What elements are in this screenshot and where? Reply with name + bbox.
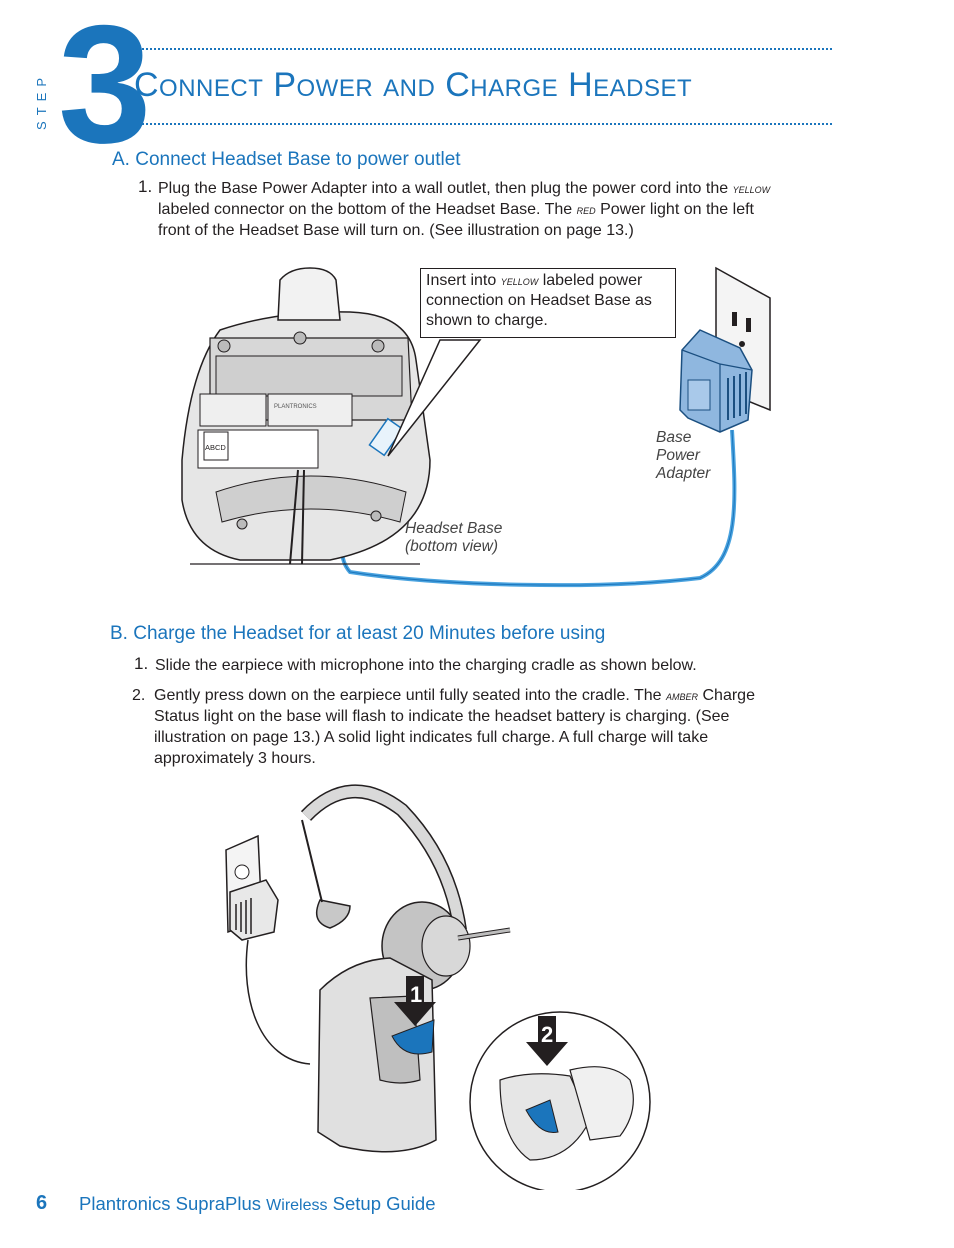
power-cord-icon <box>245 939 311 1065</box>
step-number: 3 <box>58 0 151 178</box>
page-number: 6 <box>36 1192 48 1214</box>
yellow-word: yellow <box>732 181 771 196</box>
headset-base-label: Headset Base (bottom view) <box>405 520 502 556</box>
footer-guide-title: Plantronics SupraPlus Wireless Setup Gui… <box>79 1193 436 1215</box>
arrow-2-label: 2 <box>541 1022 553 1047</box>
adapter-label-line: Base <box>656 429 692 446</box>
text-part: Status light on the base will flash to i… <box>154 708 730 725</box>
text-part: Charge <box>702 687 755 704</box>
red-word: red <box>576 202 596 217</box>
power-adapter-icon <box>679 329 753 433</box>
figure-a-callout: Insert into yellow labeled power connect… <box>420 268 676 338</box>
text-part: Power light on the left <box>600 201 754 218</box>
section-b-item1-number: 1. <box>134 654 149 673</box>
text-part: front of the Headset Base will turn on. … <box>158 222 634 239</box>
text-part: approximately 3 hours. <box>154 750 316 767</box>
page-title: Connect Power and Charge Headset <box>134 66 693 104</box>
headset-icon <box>300 784 511 991</box>
arrow-1-label: 1 <box>410 982 422 1007</box>
section-b-item2-number: 2. <box>132 687 146 704</box>
callout-text: labeled power <box>542 272 643 289</box>
base-label-line: (bottom view) <box>405 538 499 555</box>
text-part: Plug the Base Power Adapter into a wall … <box>158 180 729 197</box>
port-label: ABCD <box>205 443 226 452</box>
text-part: labeled connector on the bottom of the H… <box>158 201 573 218</box>
footer-text: Wireless <box>266 1197 328 1214</box>
section-a-item-text: Plug the Base Power Adapter into a wall … <box>158 178 848 241</box>
figure-a-illustration: PLANTRONICS ABCD <box>181 266 771 588</box>
arrow-1-icon: 1 <box>394 976 436 1026</box>
text-part: Gently press down on the earpiece until … <box>154 687 662 704</box>
text-part: illustration on page 13.) A solid light … <box>154 729 709 746</box>
zoom-detail-icon: 2 <box>469 1011 651 1190</box>
callout-yellow-word: yellow <box>500 273 539 288</box>
figure-b-illustration: 1 2 <box>225 784 651 1190</box>
bottom-dotted-rule <box>134 123 832 125</box>
footer-text: Setup Guide <box>332 1193 436 1214</box>
callout-text: Insert into <box>426 272 497 289</box>
footer-text: Plantronics SupraPlus <box>79 1193 262 1214</box>
section-a-heading: A. Connect Headset Base to power outlet <box>112 149 461 170</box>
brand-text: PLANTRONICS <box>274 404 317 410</box>
top-dotted-rule <box>134 48 832 50</box>
adapter-label: Base Power Adapter <box>656 429 710 483</box>
adapter-label-line: Power <box>656 447 700 464</box>
callout-text: shown to charge. <box>426 312 548 329</box>
section-b-item2-text: Gently press down on the earpiece until … <box>154 685 844 769</box>
step-word: STEP <box>34 72 49 130</box>
base-label-line: Headset Base <box>405 520 503 537</box>
adapter-label-line: Adapter <box>656 465 711 482</box>
headset-base-icon: PLANTRONICS ABCD <box>181 267 431 565</box>
section-b-heading: B. Charge the Headset for at least 20 Mi… <box>110 623 606 644</box>
section-b-item1-text: Slide the earpiece with microphone into … <box>155 657 697 674</box>
section-a-item-number: 1. <box>138 177 153 196</box>
callout-text: connection on Headset Base as <box>426 292 652 309</box>
amber-word: amber <box>666 688 699 703</box>
power-adapter-icon <box>229 879 279 941</box>
